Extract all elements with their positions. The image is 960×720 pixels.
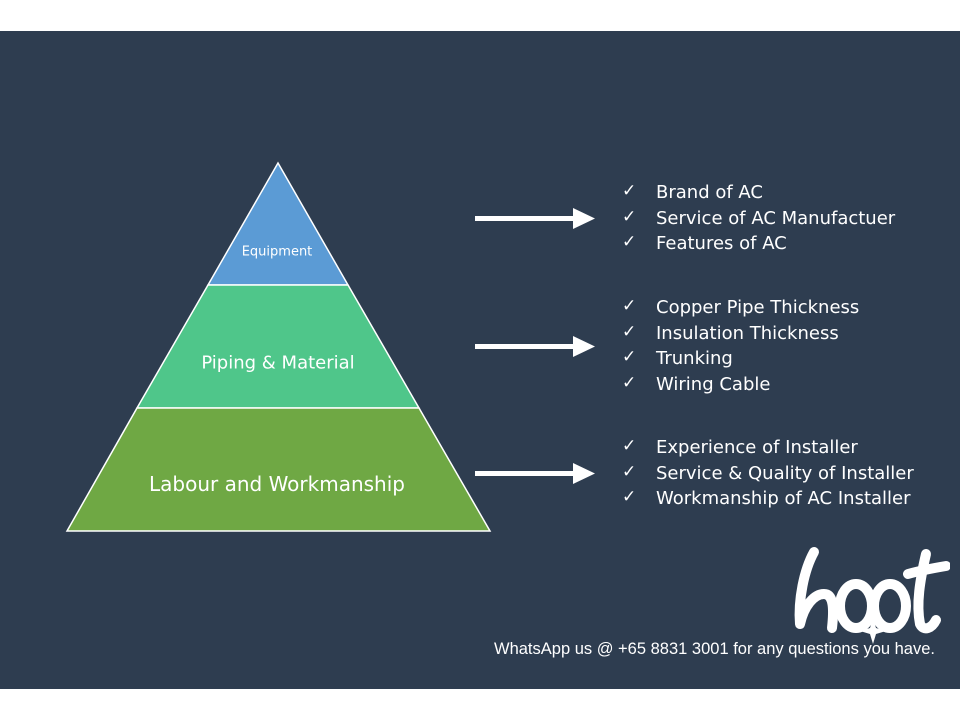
check-icon: ✓ — [622, 181, 637, 201]
check-icon: ✓ — [622, 487, 637, 508]
tier-label-equipment: Equipment — [241, 244, 313, 260]
list-item: ✓ Service & Quality of Installer — [622, 461, 914, 487]
tier-label-labour: Labour and Workmanship — [149, 472, 405, 496]
check-icon: ✓ — [622, 296, 637, 316]
list-item-text: Copper Pipe Thickness — [656, 297, 860, 318]
list-item: ✓ Service of AC Manufactuer — [622, 206, 895, 232]
arrow-right-icon — [475, 208, 595, 229]
list-item: ✓ Copper Pipe Thickness — [622, 295, 859, 321]
list-item-text: Features of AC — [656, 233, 787, 255]
list-item: ✓ Features of AC — [622, 231, 895, 257]
list-item-text: Workmanship of AC Installer — [656, 488, 911, 510]
list-item-text: Service of AC Manufactuer — [656, 207, 896, 229]
piping-factor-list: ✓ Copper Pipe Thickness ✓ Insulation Thick… — [622, 295, 859, 398]
check-icon: ✓ — [622, 461, 637, 482]
list-item-text: Service & Quality of Installer — [656, 462, 914, 484]
list-item-text: Insulation Thickness — [656, 322, 839, 344]
labour-factor-list: ✓ Experience of Installer ✓ Service & Qual… — [622, 435, 914, 512]
list-item: ✓ Wiring Cable — [622, 372, 859, 398]
check-icon: ✓ — [622, 206, 637, 227]
list-item-text: Brand of AC — [656, 182, 763, 203]
check-icon: ✓ — [622, 373, 637, 394]
check-icon: ✓ — [622, 321, 637, 342]
list-item-text: Wiring Cable — [656, 374, 771, 396]
check-icon: ✓ — [622, 347, 637, 368]
list-item: ✓ Insulation Thickness — [622, 321, 859, 347]
list-item: ✓ Experience of Installer — [622, 435, 914, 461]
list-item-text: Trunking — [656, 348, 733, 370]
check-icon: ✓ — [622, 232, 637, 253]
equipment-factor-list: ✓Brand of AC ✓Service of AC Manufactuer … — [622, 180, 895, 257]
list-item: ✓ Workmanship of AC Installer — [622, 486, 914, 512]
sparkle-icon — [860, 618, 886, 644]
pyramid-tier-labour — [65, 407, 492, 532]
arrow-right-icon — [475, 463, 595, 484]
tier-label-piping: Piping & Material — [201, 352, 355, 374]
arrow-right-icon — [475, 336, 595, 357]
list-item-text: Experience of Installer — [656, 437, 858, 458]
list-item: ✓ Brand of AC — [622, 180, 895, 206]
hoot-logo — [794, 547, 950, 644]
list-item: ✓ Trunking — [622, 346, 859, 372]
check-icon: ✓ — [622, 436, 637, 456]
whatsapp-contact-text: WhatsApp us @ +65 8831 3001 for any ques… — [494, 640, 935, 658]
